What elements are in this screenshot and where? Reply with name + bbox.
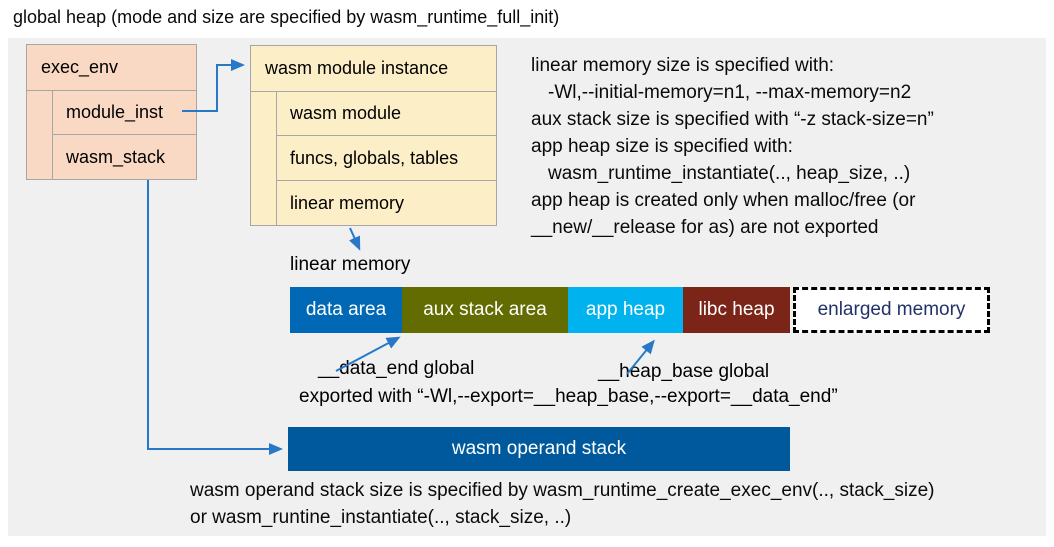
note-line: wasm operand stack size is specified by … <box>190 480 935 501</box>
note-line: wasm_runtime_instantiate(.., heap_size, … <box>548 163 911 184</box>
note-line: app heap size is specified with: <box>531 136 793 157</box>
wasm-module-instance-children: wasm module funcs, globals, tables linea… <box>276 91 496 225</box>
linear-memory-notes: linear memory size is specified with: -W… <box>531 52 934 241</box>
data-end-global-label: __data_end global <box>318 358 475 379</box>
exec-env-children: module_inst wasm_stack <box>52 90 196 179</box>
exec-env-box: exec_env module_inst wasm_stack <box>26 44 197 180</box>
note-line: linear memory size is specified with: <box>531 55 835 76</box>
wasm-operand-stack-bar: wasm operand stack <box>288 427 790 471</box>
heap-base-global-label: __heap_base global <box>598 361 770 382</box>
note-line: __new/__release for as) are not exported <box>531 217 879 238</box>
segment-data-area: data area <box>290 287 402 333</box>
segment-libc-heap: libc heap <box>683 287 790 333</box>
note-line: or wasm_runtine_instantiate(.., stack_si… <box>190 507 572 528</box>
segment-enlarged-memory: enlarged memory <box>793 287 990 333</box>
linear-memory-bar: data area aux stack area app heap libc h… <box>290 287 790 333</box>
wasm-stack-cell: wasm_stack <box>66 147 166 167</box>
operand-stack-notes: wasm operand stack size is specified by … <box>190 477 935 531</box>
note-line: aux stack size is specified with “-z sta… <box>531 109 934 130</box>
exec-env-title: exec_env <box>27 45 196 91</box>
wasm-module-instance-title: wasm module instance <box>251 46 496 92</box>
segment-aux-stack-area: aux stack area <box>402 287 568 333</box>
module-inst-cell: module_inst <box>53 90 196 135</box>
wasm-module-instance-box: wasm module instance wasm module funcs, … <box>250 45 497 226</box>
segment-app-heap: app heap <box>568 287 683 333</box>
funcs-globals-tables-cell: funcs, globals, tables <box>277 136 496 181</box>
note-line: -Wl,--initial-memory=n1, --max-memory=n2 <box>548 82 912 103</box>
exported-with-label: exported with “-Wl,--export=__heap_base,… <box>299 386 838 407</box>
page-title: global heap (mode and size are specified… <box>13 7 560 27</box>
linear-memory-cell: linear memory <box>290 193 405 213</box>
note-line: app heap is created only when malloc/fre… <box>531 190 916 211</box>
linear-memory-label: linear memory <box>290 254 411 275</box>
wasm-module-cell: wasm module <box>277 91 496 136</box>
